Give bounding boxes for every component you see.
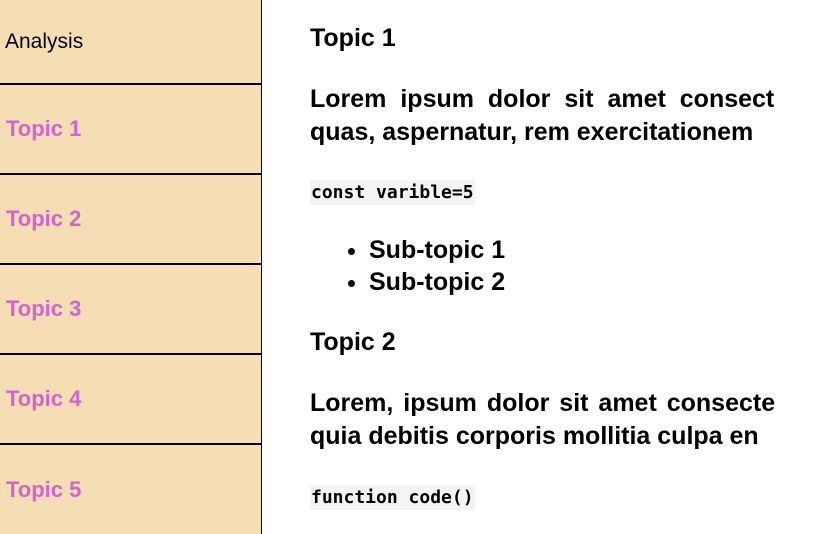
code-snippet-topic-1: const varible=5: [310, 180, 475, 205]
paragraph-line: Lorem, ipsum dolor sit amet consecte: [310, 389, 776, 417]
section-title-topic-2: Topic 2: [310, 328, 396, 356]
subtopic-list: Sub-topic 1 Sub-topic 2: [310, 234, 505, 298]
section-title-topic-1: Topic 1: [310, 24, 396, 52]
subtopic-item: Sub-topic 2: [369, 266, 505, 298]
sidebar: Analysis Topic 1 Topic 2 Topic 3 Topic 4…: [0, 0, 262, 534]
main-content: Topic 1 Lorem ipsum dolor sit amet conse…: [310, 0, 814, 534]
section-paragraph-topic-2: Lorem, ipsum dolor sit amet consecte qui…: [310, 387, 814, 453]
sidebar-item-topic-3[interactable]: Topic 3: [0, 265, 261, 355]
sidebar-item-topic-1[interactable]: Topic 1: [0, 85, 261, 175]
sidebar-item-topic-2[interactable]: Topic 2: [0, 175, 261, 265]
sidebar-header: Analysis: [0, 0, 261, 85]
sidebar-item-topic-4[interactable]: Topic 4: [0, 355, 261, 445]
sidebar-item-topic-5[interactable]: Topic 5: [6, 477, 82, 502]
subtopic-item: Sub-topic 1: [369, 234, 505, 266]
section-paragraph-topic-1: Lorem ipsum dolor sit amet consect quas,…: [310, 83, 814, 149]
paragraph-line: quas, aspernatur, rem exercitationem: [310, 118, 754, 146]
paragraph-line: quia debitis corporis mollitia culpa en: [310, 422, 759, 450]
paragraph-line: Lorem ipsum dolor sit amet consect: [310, 85, 775, 113]
code-snippet-topic-2: function code(): [310, 485, 475, 510]
